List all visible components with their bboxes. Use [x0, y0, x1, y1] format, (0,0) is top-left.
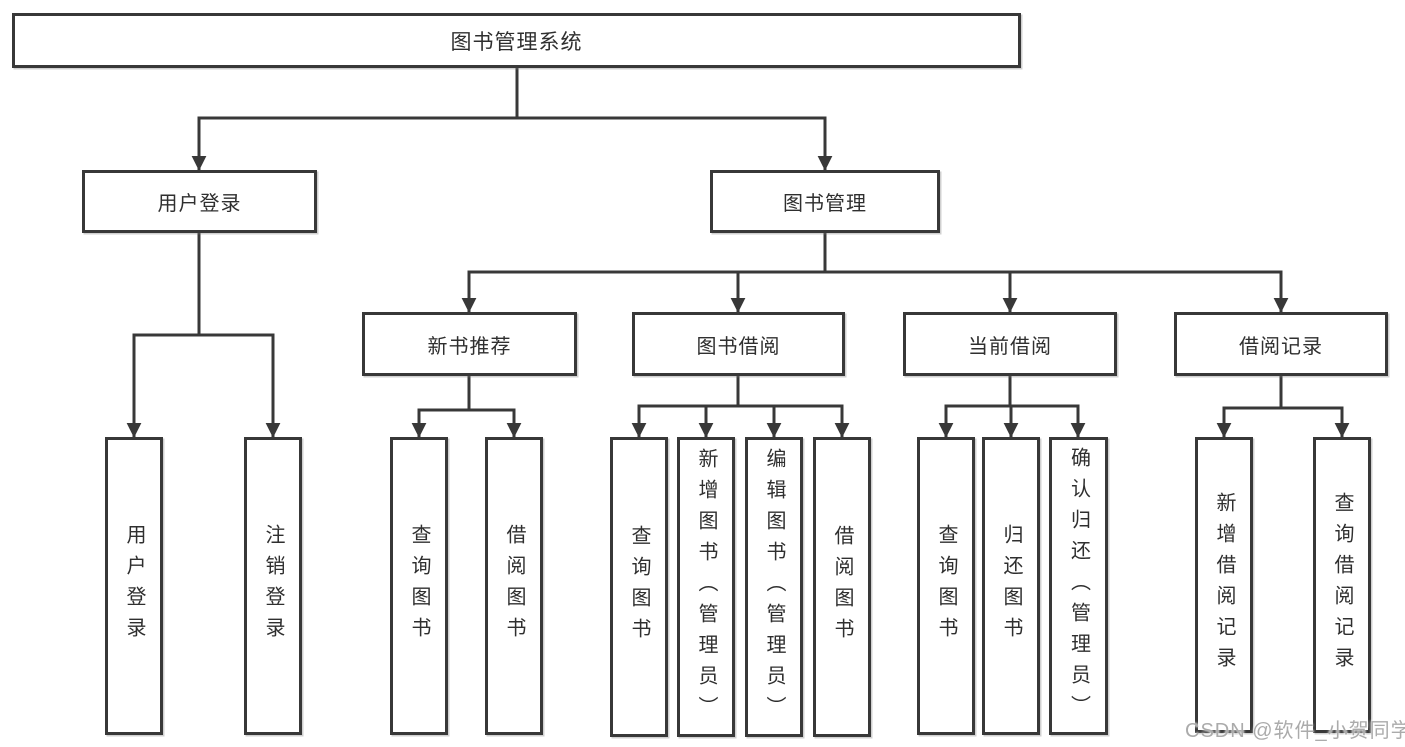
leaf-label: 用户登录 — [123, 524, 145, 648]
leaf-recommend-borrow-books: 借阅图书 — [485, 437, 543, 735]
node-user-login: 用户登录 — [82, 170, 317, 233]
leaf-user-login: 用户登录 — [105, 437, 163, 735]
leaf-edit-book-admin: 编辑图书（管理员） — [745, 437, 803, 737]
node-root-system: 图书管理系统 — [12, 13, 1021, 68]
leaf-label: 确认归还（管理员） — [1067, 446, 1090, 726]
leaf-label: 查询图书 — [628, 525, 650, 649]
node-book-management: 图书管理 — [710, 170, 940, 233]
leaf-label: 注销登录 — [262, 524, 284, 648]
leaf-borrow-query-books: 查询图书 — [610, 437, 668, 737]
leaf-label: 借阅图书 — [503, 524, 525, 648]
leaf-current-query-books: 查询图书 — [917, 437, 975, 735]
leaf-add-book-admin: 新增图书（管理员） — [677, 437, 735, 737]
leaf-label: 新增图书（管理员） — [695, 447, 717, 727]
node-book-borrow: 图书借阅 — [632, 312, 845, 376]
leaf-label: 查询借阅记录 — [1331, 492, 1353, 678]
csdn-watermark: CSDN @软件_小贺同学 — [1185, 720, 1405, 742]
leaf-label: 查询图书 — [408, 524, 430, 648]
leaf-label: 借阅图书 — [831, 525, 853, 649]
leaf-logout: 注销登录 — [244, 437, 302, 735]
leaf-borrow-borrow-books: 借阅图书 — [813, 437, 871, 737]
connector-bars — [132, 66, 1344, 412]
leaf-label: 查询图书 — [935, 524, 957, 648]
leaf-confirm-return-admin: 确认归还（管理员） — [1049, 437, 1108, 735]
leaf-return-books: 归还图书 — [982, 437, 1040, 735]
node-current-borrow: 当前借阅 — [903, 312, 1117, 376]
leaf-query-borrow-record: 查询借阅记录 — [1313, 437, 1371, 733]
leaf-recommend-query-books: 查询图书 — [390, 437, 448, 735]
leaf-label: 归还图书 — [1000, 524, 1022, 648]
leaf-add-borrow-record: 新增借阅记录 — [1195, 437, 1253, 733]
leaf-label: 编辑图书（管理员） — [763, 447, 785, 727]
node-new-book-recommend: 新书推荐 — [362, 312, 577, 376]
node-borrow-record: 借阅记录 — [1174, 312, 1388, 376]
leaf-label: 新增借阅记录 — [1213, 492, 1235, 678]
